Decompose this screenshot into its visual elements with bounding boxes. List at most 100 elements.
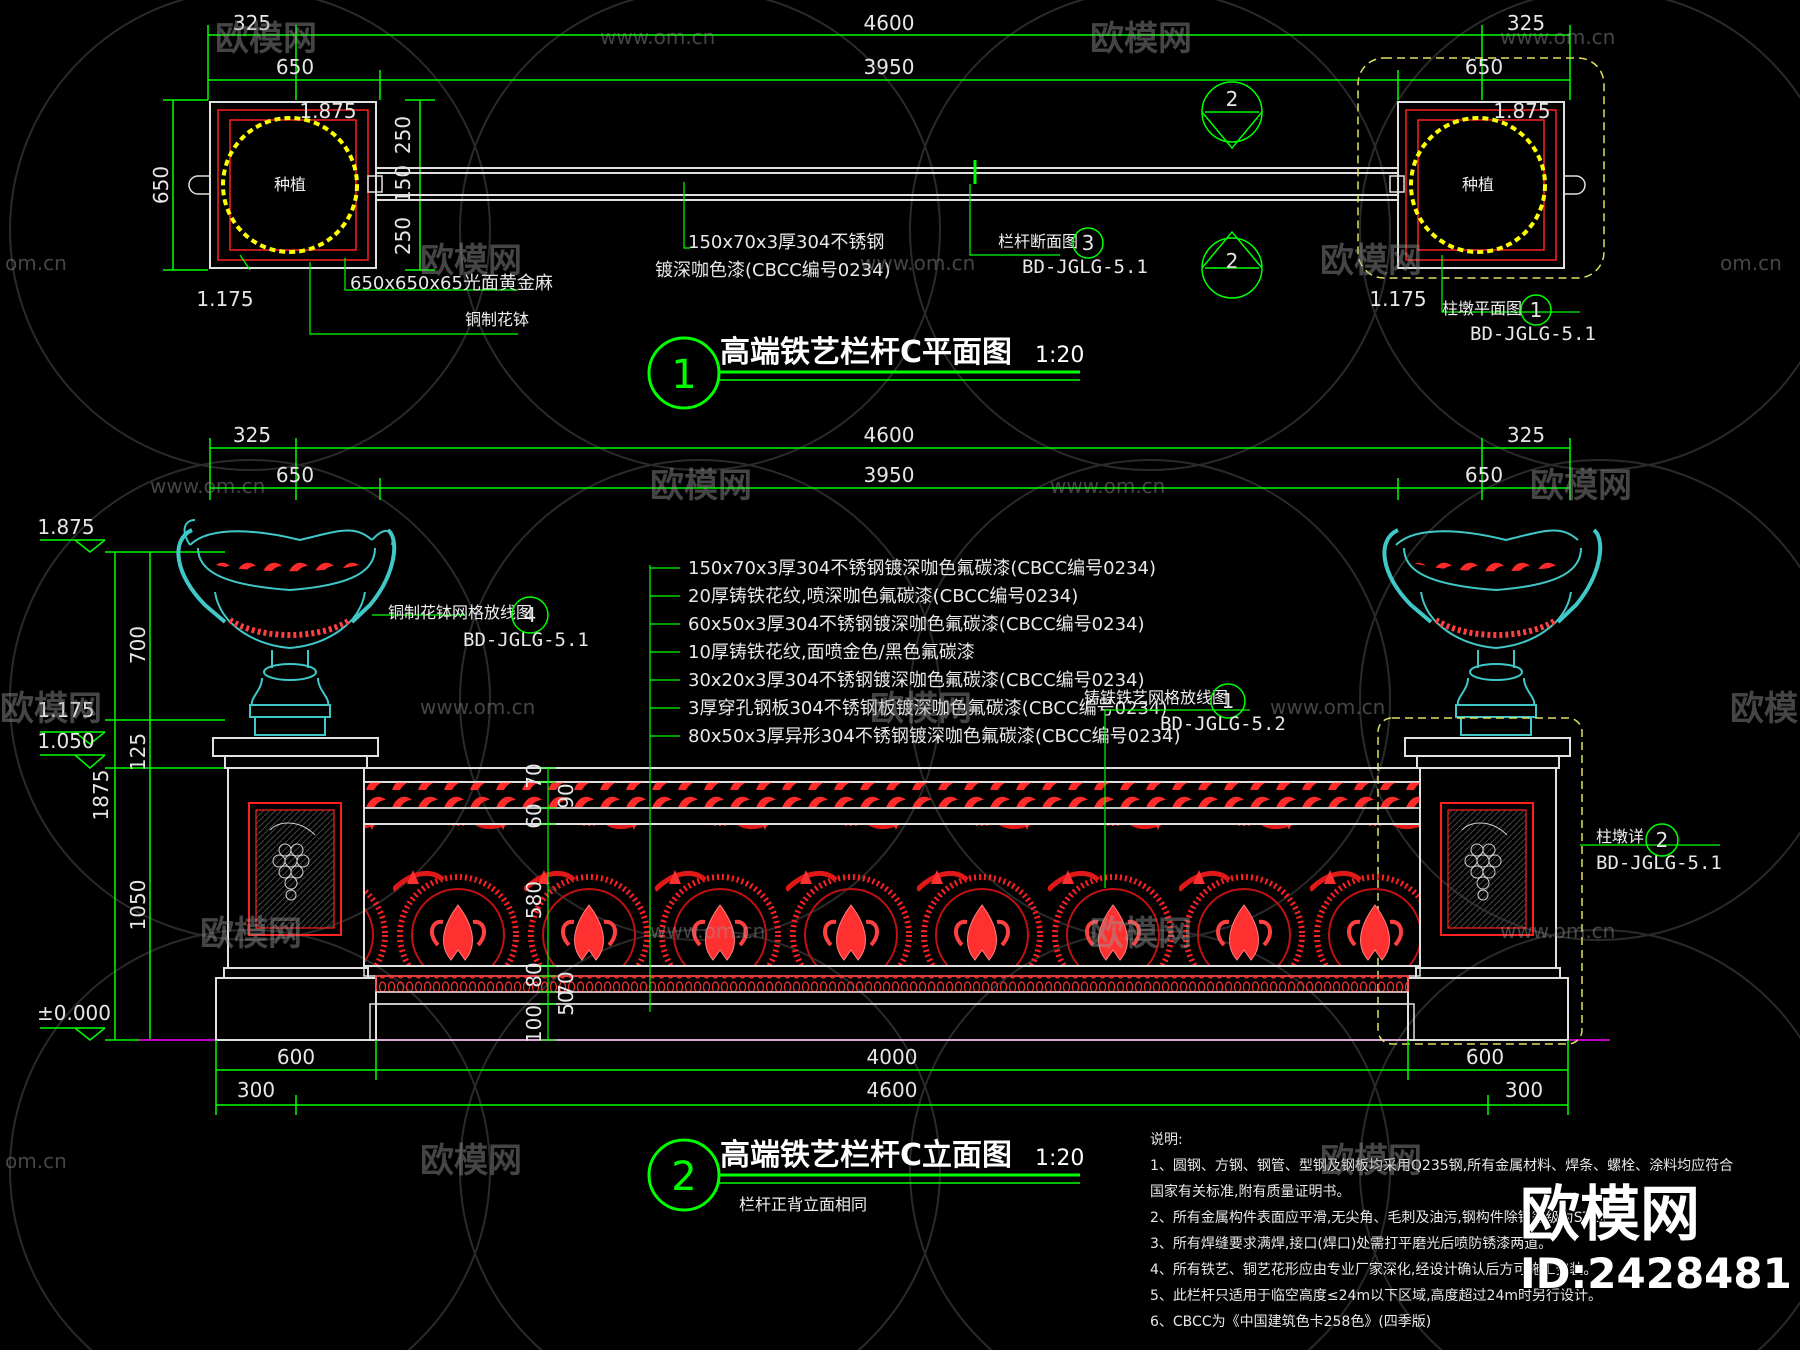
elev-panel-callout-code: BD-JGLG-5.2 bbox=[1160, 713, 1286, 735]
elev-panel-callout-label: 铸铁铁艺网格放线图 bbox=[1084, 688, 1228, 707]
wm-4: 欧模网 bbox=[1320, 241, 1422, 281]
plan-base-spec: 650x650x65光面黄金麻 bbox=[350, 273, 553, 294]
elev-spec-7: 80x50x3厚异形304不锈钢镀深咖色氟碳漆(CBCC编号0234) bbox=[688, 726, 1181, 747]
elev-bdim2-right: 300 bbox=[1505, 1078, 1543, 1102]
right-urn bbox=[1382, 528, 1603, 736]
plan-urn-spec: 铜制花钵 bbox=[465, 310, 529, 329]
plan-vdim-3: 250 bbox=[391, 217, 415, 255]
elev-urn-callout-code: BD-JGLG-5.1 bbox=[463, 629, 589, 651]
elev-pier-callout-code: BD-JGLG-5.1 bbox=[1596, 852, 1722, 874]
elev-urn-callout-num: 4 bbox=[524, 603, 537, 627]
elev-vdim-cap: 125 bbox=[126, 733, 150, 771]
wm-5: 欧模网 bbox=[650, 466, 752, 506]
plan-section-code: BD-JGLG-5.1 bbox=[1022, 256, 1148, 278]
plan-post-size: 650 bbox=[149, 166, 173, 204]
plan-level-left: 1.875 bbox=[299, 99, 356, 123]
plan-level-right-low: 1.175 bbox=[1369, 287, 1426, 311]
plan-left-planter-label: 种植 bbox=[274, 175, 306, 194]
wm-url-10: www.om.cn bbox=[650, 919, 765, 943]
elev-spec-3: 60x50x3厚304不锈钢镀深咖色氟碳漆(CBCC编号0234) bbox=[688, 614, 1145, 635]
wm-13: 欧模网 bbox=[1320, 1141, 1422, 1181]
elev-pdim-6: 70 bbox=[554, 971, 578, 996]
plan-vdim-1: 250 bbox=[391, 116, 415, 154]
left-pier bbox=[212, 737, 379, 1041]
elev-urn-callout-label: 铜制花钵网格放线图 bbox=[388, 603, 532, 622]
elev-dim-second-center: 3950 bbox=[864, 463, 915, 487]
plan-rail-spec-2: 镀深咖色漆(CBCC编号0234) bbox=[655, 260, 891, 281]
plan-left-post bbox=[209, 101, 377, 269]
notes-line-7: 6、CBCC为《中国建筑色卡258色》(四季版) bbox=[1150, 1313, 1431, 1330]
notes-line-6: 5、此栏杆只适用于临空高度≤24m以下区域,高度超过24m时另行设计。 bbox=[1150, 1287, 1602, 1304]
plan-pier-code: BD-JGLG-5.1 bbox=[1470, 323, 1596, 345]
railing-panel bbox=[363, 767, 1421, 1041]
elev-level-mid: 1.175 bbox=[37, 698, 94, 722]
wm-10: 欧模网 bbox=[200, 914, 302, 954]
elev-dim-top-right: 325 bbox=[1507, 423, 1545, 447]
elev-bdim2-center: 4600 bbox=[867, 1078, 918, 1102]
elev-bdim1-center: 4000 bbox=[867, 1045, 918, 1069]
elev-dim-second-left: 650 bbox=[276, 463, 314, 487]
left-urn bbox=[176, 519, 397, 736]
plan-rail-spec-1: 150x70x3厚304不锈钢 bbox=[688, 232, 884, 253]
elev-panel-callout-num: 1 bbox=[1222, 689, 1235, 713]
brand-logo-text: 欧模网 bbox=[1520, 1180, 1700, 1250]
elev-pdim-3: 60 bbox=[522, 803, 546, 828]
notes-line-1: 1、圆钢、方钢、钢管、型钢及钢板均采用Q235钢,所有金属材料、焊条、螺栓、涂料… bbox=[1150, 1157, 1733, 1174]
watermark-circles bbox=[9, 0, 1800, 1350]
elev-spec-2: 20厚铸铁花纹,喷深咖色氟碳漆(CBCC编号0234) bbox=[688, 586, 1078, 607]
plan-left-planter bbox=[221, 116, 359, 254]
plan-vdim-2: 150 bbox=[391, 165, 415, 203]
elev-spec-1: 150x70x3厚304不锈钢镀深咖色氟碳漆(CBCC编号0234) bbox=[688, 558, 1156, 579]
wm-url-4: www.om.cn bbox=[860, 251, 975, 275]
elev-title-num: 2 bbox=[671, 1154, 696, 1200]
wm-url-7: www.om.cn bbox=[1050, 474, 1165, 498]
plan-dim-top-left: 325 bbox=[233, 11, 271, 35]
notes-line-5: 4、所有铁艺、铜艺花形应由专业厂家深化,经设计确认后方可施工安装。 bbox=[1150, 1261, 1597, 1278]
elev-level-pier: 1.050 bbox=[37, 729, 94, 753]
wm-url-12: om.cn bbox=[5, 1149, 67, 1173]
elev-bdim2-left: 300 bbox=[237, 1078, 275, 1102]
elev-spec-4: 10厚铸铁花纹,面喷金色/黑色氟碳漆 bbox=[688, 642, 975, 663]
wm-url-5: om.cn bbox=[1720, 251, 1782, 275]
elev-pier-callout-label: 柱墩详 bbox=[1596, 827, 1644, 846]
wm-url-8: www.om.cn bbox=[420, 695, 535, 719]
elev-pdim-5: 80 bbox=[522, 962, 546, 987]
wm-3: 欧模网 bbox=[420, 241, 522, 281]
plan-title: 高端铁艺栏杆C平面图 bbox=[720, 335, 1012, 370]
elev-dim-second-right: 650 bbox=[1465, 463, 1503, 487]
elev-title: 高端铁艺栏杆C立面图 bbox=[720, 1138, 1012, 1173]
wm-url-9: www.om.cn bbox=[1270, 695, 1385, 719]
elev-pdim-1: 70 bbox=[522, 763, 546, 788]
wm-url-11: www.om.cn bbox=[1500, 919, 1615, 943]
plan-level-left-low: 1.175 bbox=[196, 287, 253, 311]
right-pier bbox=[1404, 737, 1571, 1041]
brand-block: 欧模网 ID:2428481 bbox=[1519, 1179, 1793, 1299]
elev-pdim-2: 90 bbox=[554, 783, 578, 808]
wm-8: 欧模网 bbox=[870, 689, 972, 729]
plan-scale: 1:20 bbox=[1035, 343, 1084, 368]
wm-2: 欧模网 bbox=[1090, 19, 1192, 59]
notes-heading: 说明: bbox=[1150, 1132, 1183, 1148]
plan-section-num: 3 bbox=[1082, 231, 1095, 255]
plan-dim-top-right: 325 bbox=[1507, 11, 1545, 35]
wm-1: 欧模网 bbox=[215, 19, 317, 59]
elev-vdim-pier: 1050 bbox=[126, 880, 150, 931]
plan-view: 325 4600 325 650 3950 650 650 250 150 25… bbox=[149, 11, 1605, 410]
wm-12: 欧模网 bbox=[420, 1141, 522, 1181]
plan-pier-num: 1 bbox=[1530, 298, 1543, 322]
plan-right-post bbox=[1397, 101, 1565, 269]
plan-cut-mark-bottom: 2 bbox=[1226, 249, 1239, 273]
plan-level-right: 1.875 bbox=[1493, 99, 1550, 123]
elev-bdim1-left: 600 bbox=[277, 1045, 315, 1069]
elev-scale: 1:20 bbox=[1035, 1146, 1084, 1171]
plan-dim-second-right: 650 bbox=[1465, 55, 1503, 79]
elev-level-top: 1.875 bbox=[37, 515, 94, 539]
plan-dim-top-center: 4600 bbox=[864, 11, 915, 35]
wm-url-1: www.om.cn bbox=[600, 25, 715, 49]
elev-spec-6: 3厚穿孔钢板304不锈钢板镀深咖色氟碳漆(CBCC编号0234) bbox=[688, 698, 1167, 719]
notes-line-4: 3、所有焊缝要求满焊,接口(焊口)处需打平磨光后喷防锈漆两道。 bbox=[1150, 1235, 1552, 1252]
right-pier-grapes bbox=[1461, 822, 1508, 901]
wm-url-3: om.cn bbox=[5, 251, 67, 275]
notes-line-2: 国家有关标准,附有质量证明书。 bbox=[1150, 1183, 1350, 1200]
plan-dim-second-center: 3950 bbox=[864, 55, 915, 79]
